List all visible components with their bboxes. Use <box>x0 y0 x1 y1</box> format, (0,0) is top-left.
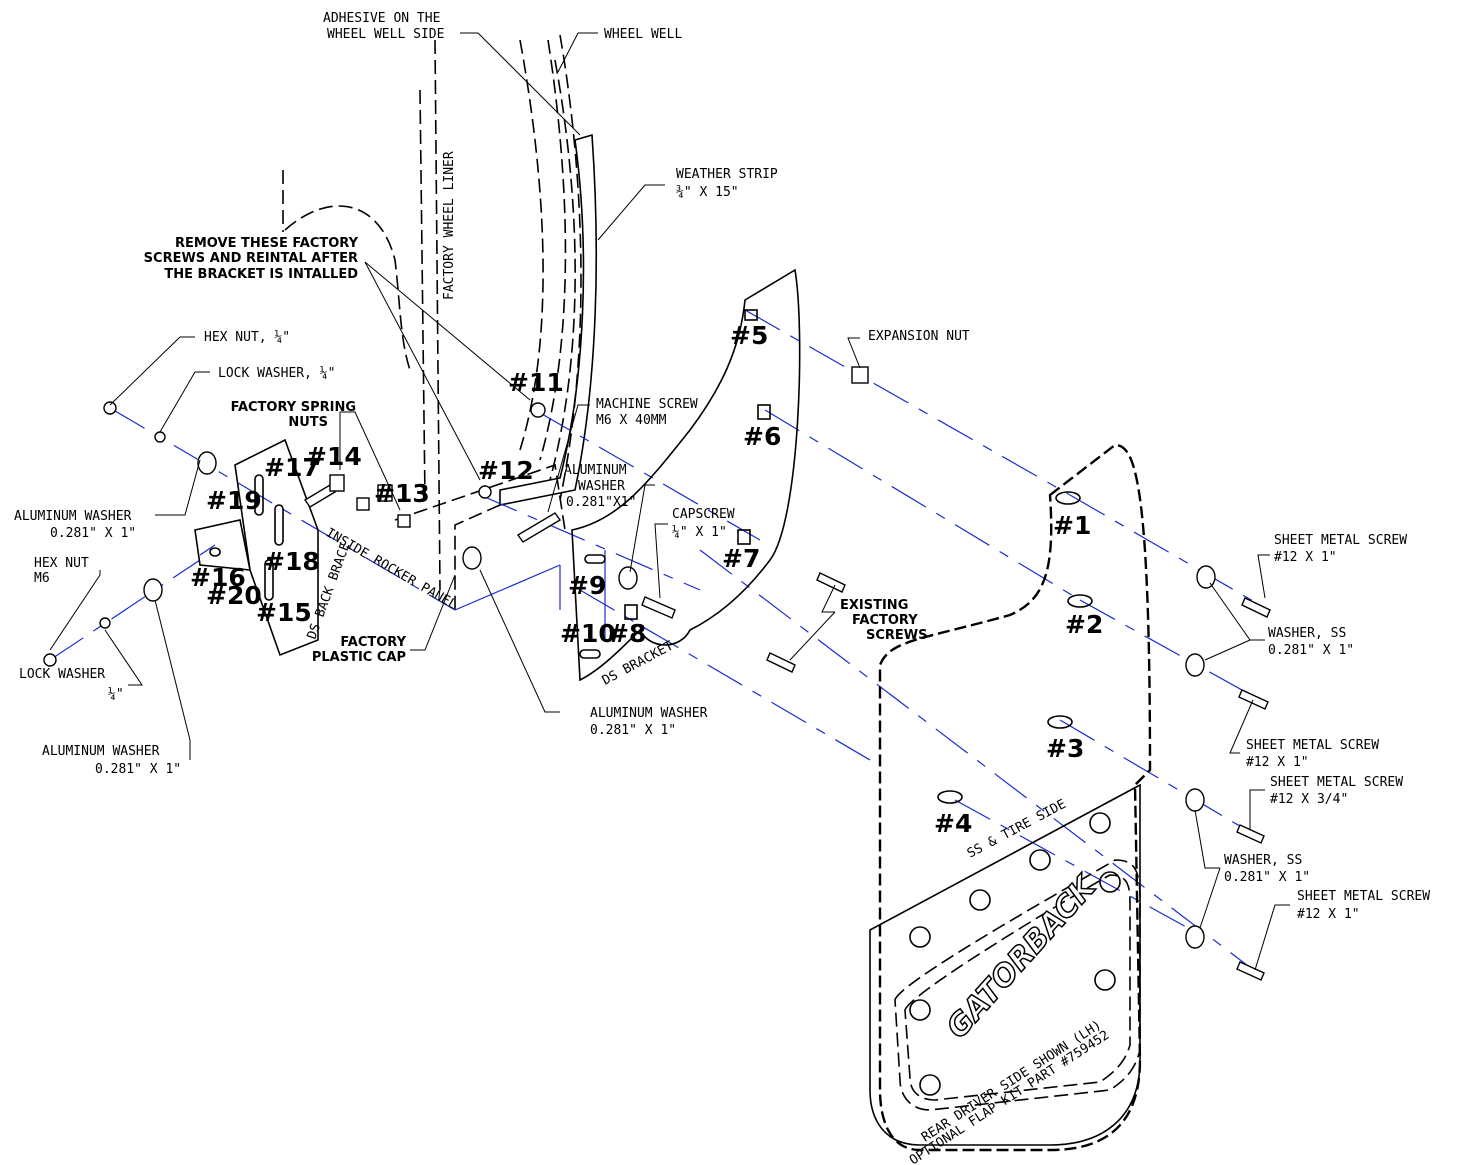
label-plastic-cap-1: FACTORY <box>340 635 406 650</box>
label-existing-screws-3: SCREWS <box>866 628 928 643</box>
label-al-washer-mid-3: 0.281"X1" <box>566 495 636 510</box>
label-al-washer-left-2: 0.281" X 1" <box>50 526 136 541</box>
centerlines <box>49 309 1261 976</box>
label-hex-nut-14: HEX NUT, ¼" <box>204 330 290 345</box>
hole-number-4: #4 <box>934 809 972 838</box>
label-factory-wheel-liner: FACTORY WHEEL LINER <box>442 151 457 300</box>
label-capscrew-1: CAPSCREW <box>672 507 735 522</box>
label-lock-washer-left-1: LOCK WASHER <box>19 667 105 682</box>
label-sms-3a: SHEET METAL SCREW <box>1270 775 1403 790</box>
label-washer-ss-1b: 0.281" X 1" <box>1268 643 1354 658</box>
label-al-washer-center-1: ALUMINUM WASHER <box>590 706 708 721</box>
hole-number-7: #7 <box>722 544 760 573</box>
label-al-washer-bottom-1: ALUMINUM WASHER <box>42 744 160 759</box>
hole-number-15: #15 <box>256 598 312 627</box>
label-sms-4b: #12 X 1" <box>1297 907 1360 922</box>
label-washer-ss-2b: 0.281" X 1" <box>1224 870 1310 885</box>
label-weather-strip-2: ¾" X 15" <box>676 185 739 200</box>
label-al-washer-mid-1: ALUMINUM <box>564 463 627 478</box>
weather-strip <box>499 133 598 506</box>
label-wheel-well: WHEEL WELL <box>604 27 682 42</box>
hole-number-12: #12 <box>478 456 534 485</box>
label-spring-nuts-2: NUTS <box>288 415 328 430</box>
label-remove-3: THE BRACKET IS INTALLED <box>164 267 358 282</box>
hole-number-1: #1 <box>1053 511 1091 540</box>
label-expansion-nut: EXPANSION NUT <box>868 329 970 344</box>
label-al-washer-center-2: 0.281" X 1" <box>590 723 676 738</box>
label-remove-2: SCREWS AND REINTAL AFTER <box>144 251 358 266</box>
label-existing-screws-1: EXISTING <box>840 598 908 613</box>
hole-number-2: #2 <box>1065 610 1103 639</box>
hole-number-3: #3 <box>1046 734 1084 763</box>
label-al-washer-left-1: ALUMINUM WASHER <box>14 509 132 524</box>
label-existing-screws-2: FACTORY <box>852 613 918 628</box>
mud-flap <box>869 443 1152 1152</box>
label-spring-nuts-1: FACTORY SPRING <box>231 400 356 415</box>
hole-number-20: #20 <box>206 581 262 610</box>
label-sms-4a: SHEET METAL SCREW <box>1297 889 1430 904</box>
label-hex-nut-m6-1: HEX NUT <box>34 556 89 571</box>
label-lock-washer-14: LOCK WASHER, ¼" <box>218 366 335 381</box>
label-lock-washer-left-2: ¼" <box>108 687 124 702</box>
label-sms-3b: #12 X 3/4" <box>1270 792 1348 807</box>
wheel-liner <box>282 34 582 610</box>
leader-lines <box>49 32 1290 971</box>
label-sms-1a: SHEET METAL SCREW <box>1274 533 1407 548</box>
hole-number-18: #18 <box>264 547 320 576</box>
hole-number-13: #13 <box>374 479 430 508</box>
hardware <box>43 366 1271 981</box>
label-sms-2b: #12 X 1" <box>1246 755 1309 770</box>
label-weather-strip-1: WEATHER STRIP <box>676 167 778 182</box>
hole-number-10: #10 <box>560 619 616 648</box>
label-sms-1b: #12 X 1" <box>1274 550 1337 565</box>
hole-number-11: #11 <box>508 368 564 397</box>
hole-number-9: #9 <box>568 571 606 600</box>
label-flap-note-1: REAR DRIVER SIDE SHOWN (LH) <box>919 1018 1104 1146</box>
label-machine-screw-1: MACHINE SCREW <box>596 397 698 412</box>
label-capscrew-2: ¼" X 1" <box>672 525 727 540</box>
hole-number-16: #16 <box>190 563 246 592</box>
hole-number-6: #6 <box>743 422 781 451</box>
label-washer-ss-2a: WASHER, SS <box>1224 853 1302 868</box>
label-hex-nut-m6-2: M6 <box>34 571 50 586</box>
hole-number-14: #14 <box>306 442 362 471</box>
label-al-washer-mid-2: WASHER <box>578 479 625 494</box>
hole-numbers: #1 #2 #3 #4 #5 #6 #7 #8 #9 #10 #11 #12 #… <box>190 321 1103 838</box>
label-adhesive-1: ADHESIVE ON THE <box>323 11 440 26</box>
label-washer-ss-1a: WASHER, SS <box>1268 626 1346 641</box>
label-machine-screw-2: M6 X 40MM <box>596 413 667 428</box>
hole-number-17: #17 <box>264 453 320 482</box>
ds-bracket <box>571 268 801 682</box>
label-adhesive-2: WHEEL WELL SIDE <box>327 27 444 42</box>
label-al-washer-bottom-2: 0.281" X 1" <box>95 762 181 777</box>
hole-number-19: #19 <box>206 486 262 515</box>
label-sms-2a: SHEET METAL SCREW <box>1246 738 1379 753</box>
brand-logo: GATORBACK <box>940 868 1105 1045</box>
ds-back-brace <box>194 438 319 657</box>
label-plastic-cap-2: PLASTIC CAP <box>312 650 406 665</box>
hole-number-5: #5 <box>730 321 768 350</box>
label-remove-1: REMOVE THESE FACTORY <box>175 236 359 251</box>
hole-number-8: #8 <box>608 619 646 648</box>
